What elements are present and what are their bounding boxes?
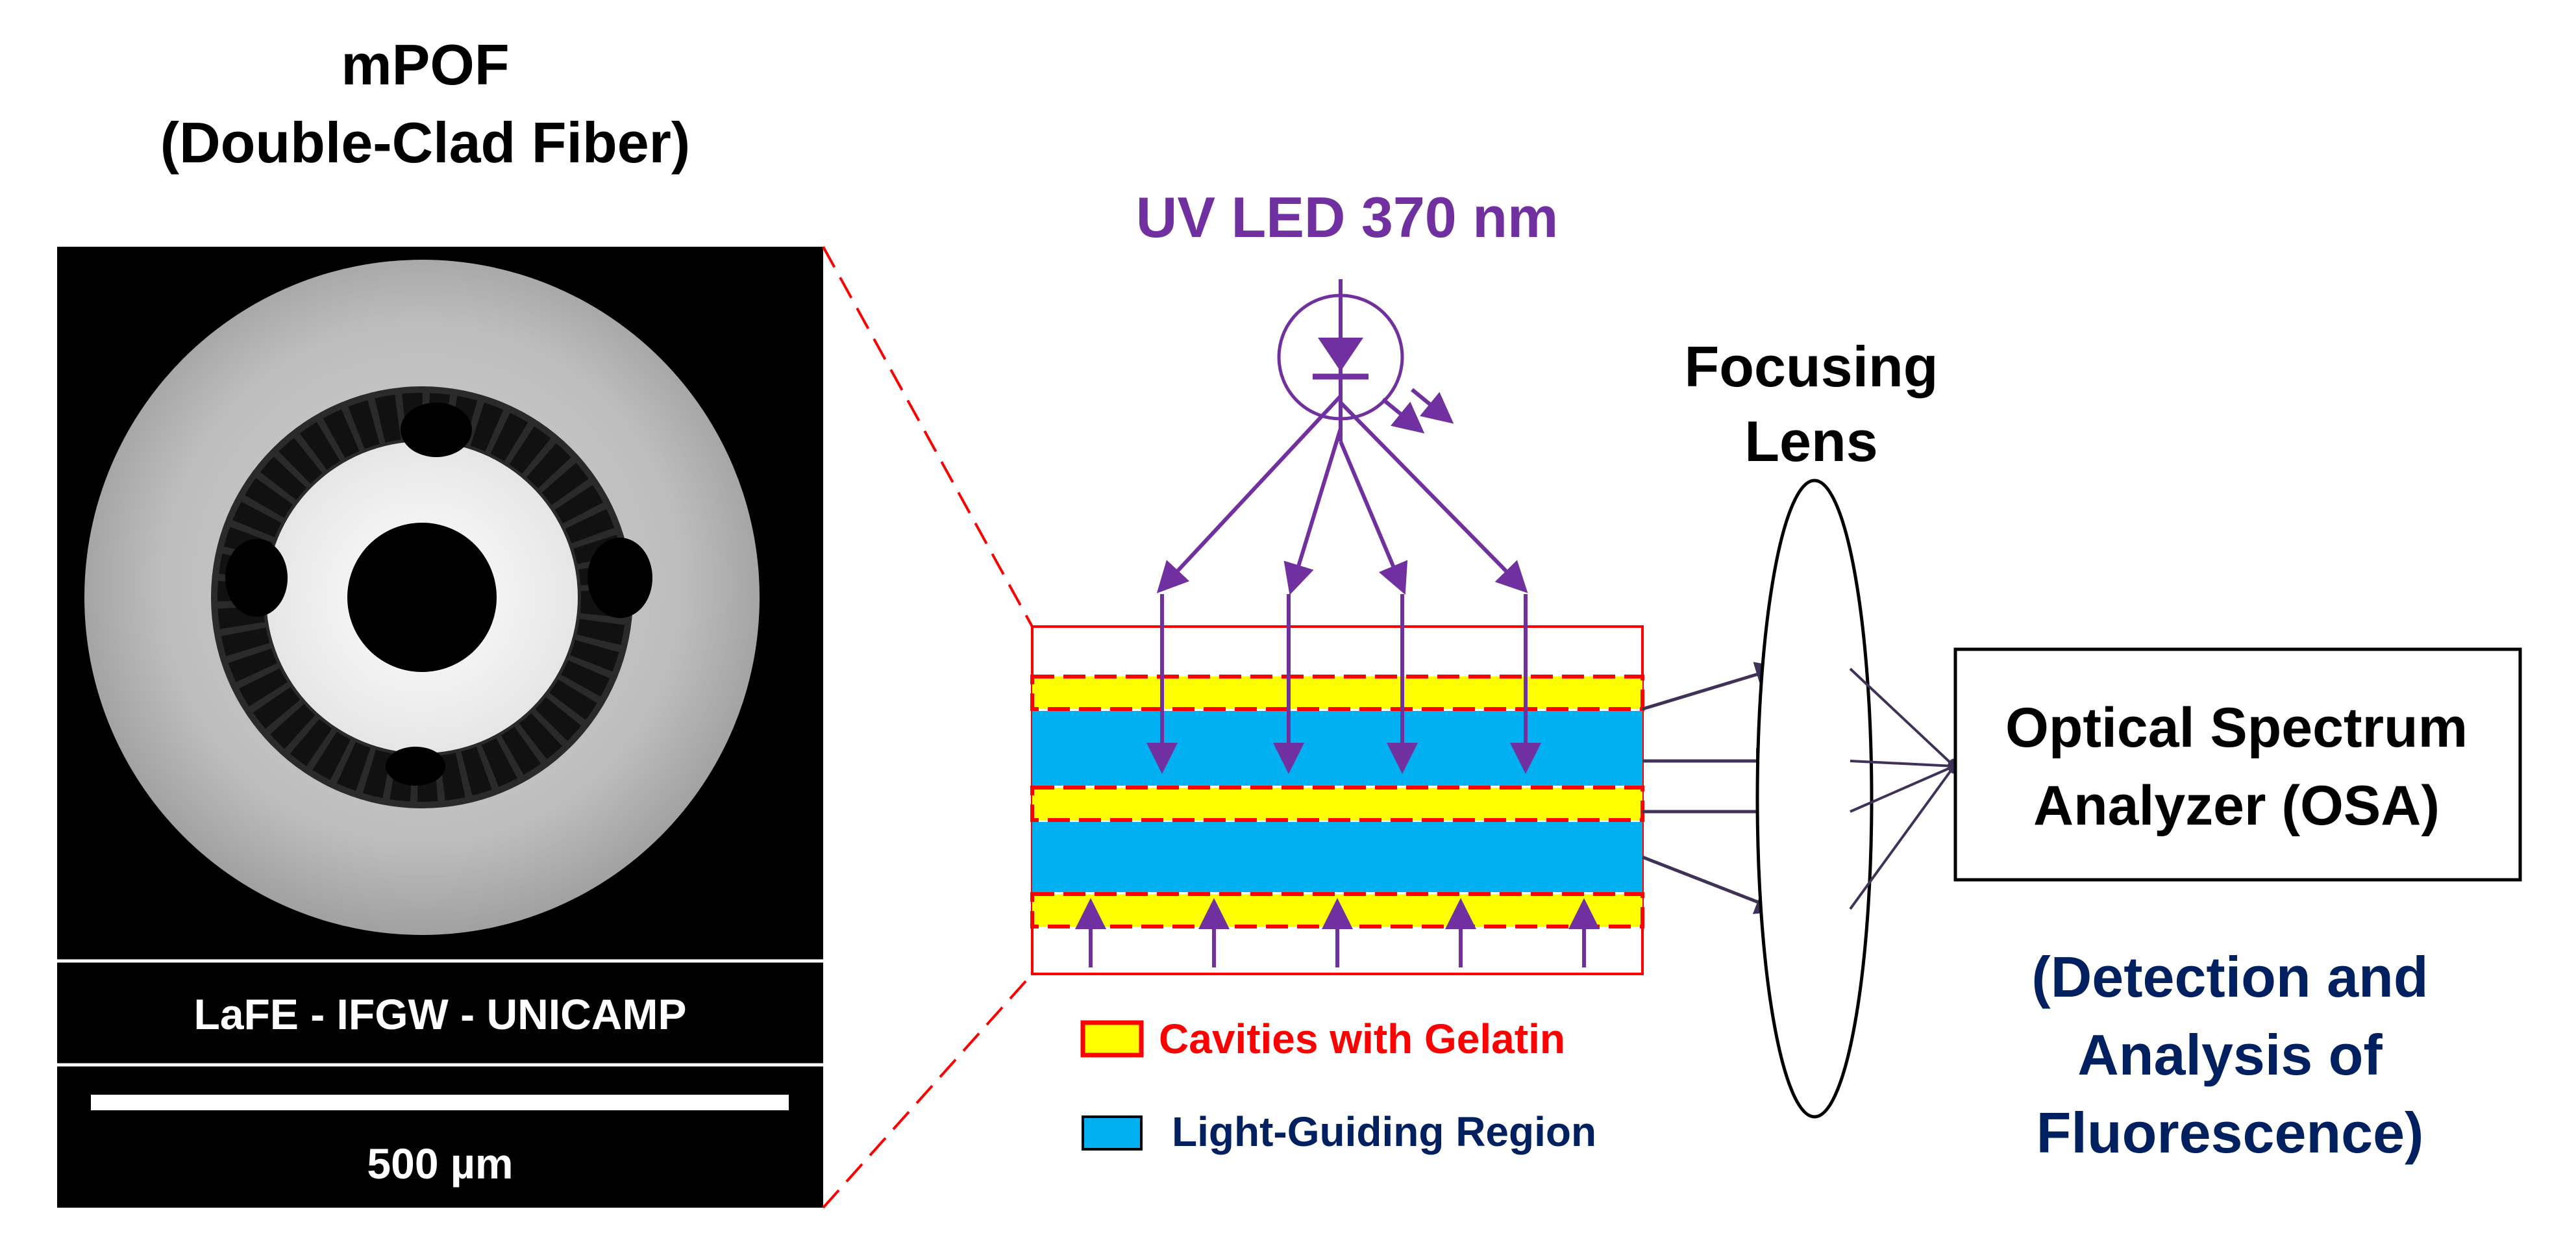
- focusing-lens: Focusing Lens: [1684, 334, 1938, 1119]
- guiding-region-top: [1032, 711, 1642, 786]
- fiber-output-rays: [1642, 662, 1782, 914]
- lens-label-line2: Lens: [1744, 409, 1877, 473]
- fiber-cross-section-image: [84, 260, 760, 935]
- osa-box: Optical Spectrum Analyzer (OSA): [1953, 647, 2522, 882]
- legend: Cavities with Gelatin Light-Guiding Regi…: [1080, 1015, 1596, 1155]
- lens-label-line1: Focusing: [1684, 334, 1938, 399]
- detection-caption: (Detection and Analysis of Fluorescence): [2031, 945, 2428, 1165]
- osa-label-line2: Analyzer (OSA): [2033, 775, 2440, 837]
- legend-label-guiding: Light-Guiding Region: [1172, 1108, 1596, 1155]
- guiding-region-bottom: [1032, 822, 1642, 892]
- gelatin-cavity-top: [1030, 675, 1644, 711]
- legend-swatch-cavities: [1080, 1020, 1144, 1058]
- zoom-guide-lines: [822, 246, 1034, 1209]
- legend-label-cavities: Cavities with Gelatin: [1159, 1015, 1565, 1062]
- uv-led-label: UV LED 370 nm: [1136, 185, 1558, 249]
- fiber-image-panel: mPOF (Double-Clad Fiber) LaFE - IFGW - U…: [57, 32, 823, 1208]
- detection-line1: (Detection and: [2031, 945, 2428, 1009]
- lens-shape: [1755, 479, 1874, 1119]
- osa-label-line1: Optical Spectrum: [2005, 697, 2468, 759]
- legend-swatch-guiding: [1082, 1115, 1143, 1151]
- fiber-section-schematic: [1030, 625, 1644, 975]
- fiber-title-line1: mPOF: [341, 32, 509, 97]
- fiber-title-line2: (Double-Clad Fiber): [160, 110, 690, 175]
- osa-frame: [1953, 647, 2522, 882]
- excitation-arrows: [1075, 594, 1600, 967]
- micrograph-caption: LaFE - IFGW - UNICAMP: [194, 990, 687, 1038]
- detection-line2: Analysis of: [2077, 1023, 2383, 1087]
- uv-led-source: UV LED 370 nm: [1136, 185, 1558, 595]
- detection-line3: Fluorescence): [2037, 1101, 2424, 1165]
- scale-bar-label: 500 µm: [367, 1140, 513, 1188]
- scale-bar: [91, 1095, 789, 1110]
- gelatin-cavity-middle: [1030, 786, 1644, 822]
